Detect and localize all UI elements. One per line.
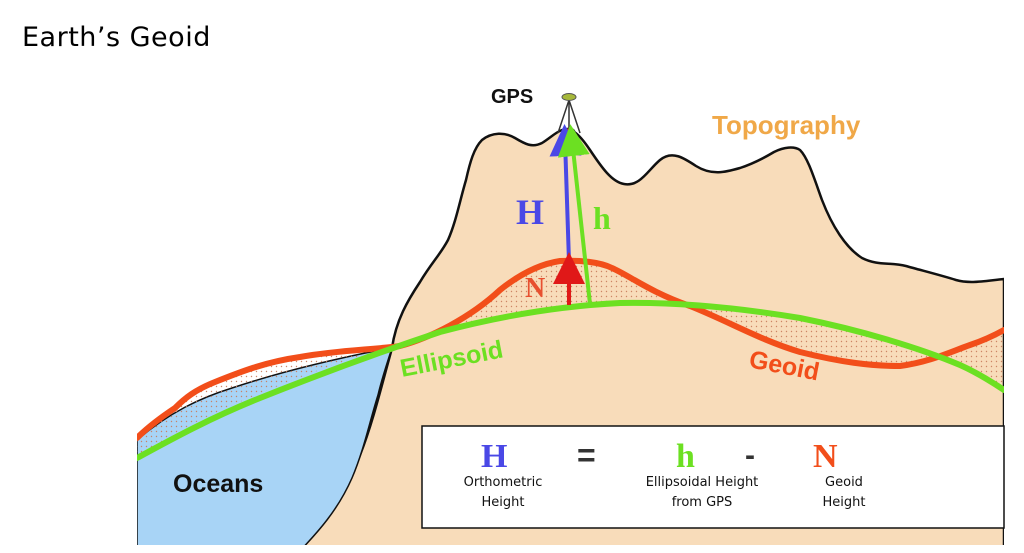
page-title: Earth’s Geoid <box>22 22 211 53</box>
h-label: h <box>593 200 611 236</box>
geoid-ellipsoid-gap-right <box>690 306 1004 390</box>
legend-N-caption-line1: Geoid <box>825 475 863 490</box>
H-label: H <box>516 192 544 232</box>
equation-legend: H = h - N Orthometric Height Ellipsoidal… <box>421 425 1005 529</box>
legend-H-caption-line1: Orthometric <box>464 475 543 490</box>
ellipsoid-curve <box>137 299 1004 461</box>
legend-h-caption-line1: Ellipsoidal Height <box>646 475 759 490</box>
oceans-label: Oceans <box>173 470 263 498</box>
legend-H-symbol: H <box>481 438 507 475</box>
topography-label: Topography <box>712 110 861 140</box>
legend-H-caption-line2: Height <box>482 495 525 510</box>
gps-label: GPS <box>491 86 533 108</box>
legend-minus-sign: - <box>745 439 755 472</box>
N-label: N <box>525 273 545 304</box>
legend-N-caption-line2: Height <box>823 495 866 510</box>
orthometric-height-arrow <box>549 124 582 263</box>
ellipsoidal-height-arrow <box>557 124 592 305</box>
legend-equals-sign: = <box>577 437 596 473</box>
legend-N-symbol: N <box>813 438 838 475</box>
legend-h-caption-line2: from GPS <box>672 495 733 510</box>
legend-h-symbol: h <box>676 438 695 475</box>
